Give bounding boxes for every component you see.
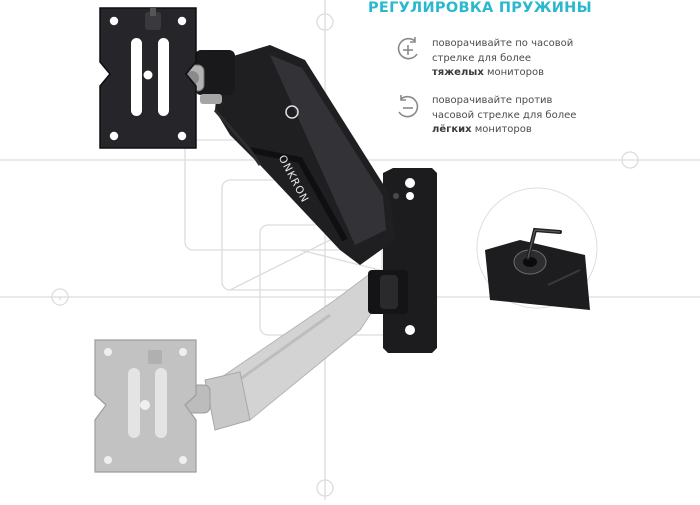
instruction-heavier-line3: тяжелых мониторов <box>432 66 672 81</box>
rotate-clockwise-plus-icon <box>397 37 418 60</box>
lowered-arm-ghost <box>94 269 391 473</box>
instruction-heavier-emphasis: тяжелых <box>432 67 484 78</box>
instruction-lighter-emphasis: лёгких <box>432 124 472 135</box>
section-heading: РЕГУЛИРОВКА ПРУЖИНЫ <box>368 0 592 16</box>
vesa-plate <box>99 7 197 149</box>
instruction-lighter-rest: мониторов <box>474 124 532 135</box>
instruction-heavier: поворачивайте по часовой стрелке для бол… <box>432 37 672 81</box>
spring-adjust-closeup <box>476 187 598 310</box>
instruction-heavier-line1: поворачивайте по часовой <box>432 38 574 49</box>
instruction-lighter: поворачивайте против часовой стрелке для… <box>432 94 672 138</box>
instruction-lighter-line1: поворачивайте против <box>432 95 553 106</box>
instruction-lighter-line2: часовой стрелке для более <box>432 109 577 121</box>
instruction-lighter-line3: лёгких мониторов <box>432 123 672 138</box>
instruction-heavier-line2: стрелке для более <box>432 52 532 64</box>
wall-plate <box>368 168 437 353</box>
instruction-heavier-rest: мониторов <box>486 67 544 78</box>
rotate-counterclockwise-minus-icon <box>398 95 419 118</box>
